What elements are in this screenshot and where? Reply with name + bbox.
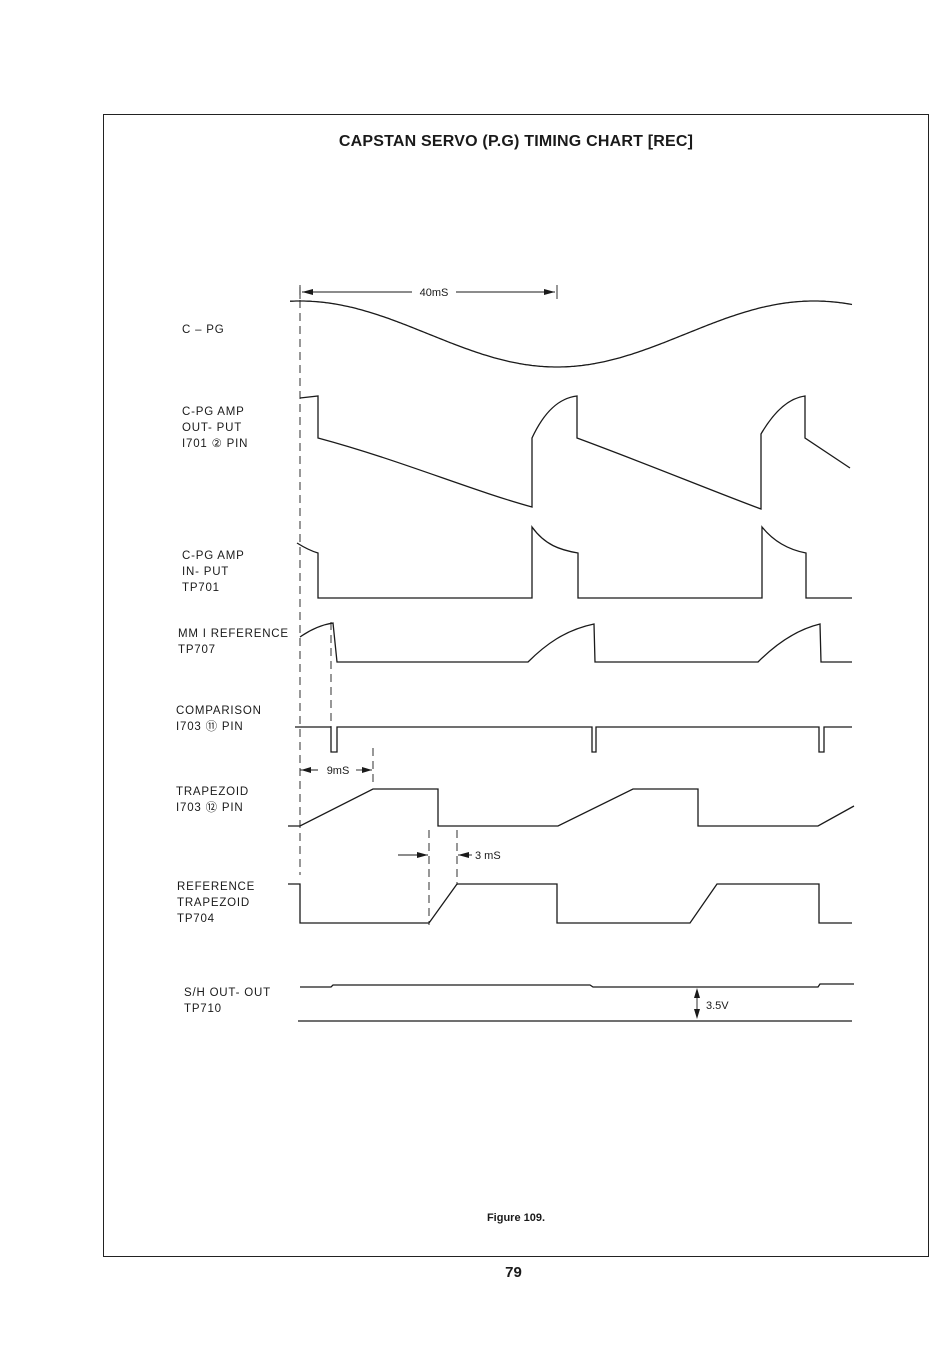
sh-output-waveform <box>300 984 854 987</box>
trapezoid-rise-marker: 9mS <box>300 765 372 777</box>
period-marker: 40mS <box>300 285 557 299</box>
trapezoid-waveform <box>288 789 854 826</box>
sh-voltage-marker: 3.5V <box>694 988 729 1019</box>
c-pg-waveform <box>290 301 852 367</box>
c-pg-amp-input-waveform <box>297 527 852 598</box>
ref-delay-marker: 3 mS <box>398 850 501 862</box>
figure-caption: Figure 109. <box>103 1212 929 1224</box>
mmi-reference-waveform <box>300 623 852 662</box>
trapezoid-rise-label: 9mS <box>327 765 350 777</box>
reference-trapezoid-waveform <box>288 884 852 923</box>
c-pg-amp-output-waveform <box>300 396 850 509</box>
period-label: 40mS <box>420 287 449 299</box>
comparison-waveform <box>295 727 852 752</box>
ref-delay-label: 3 mS <box>475 850 501 862</box>
sh-voltage-label: 3.5V <box>706 1000 729 1012</box>
page-number: 79 <box>0 1264 950 1281</box>
